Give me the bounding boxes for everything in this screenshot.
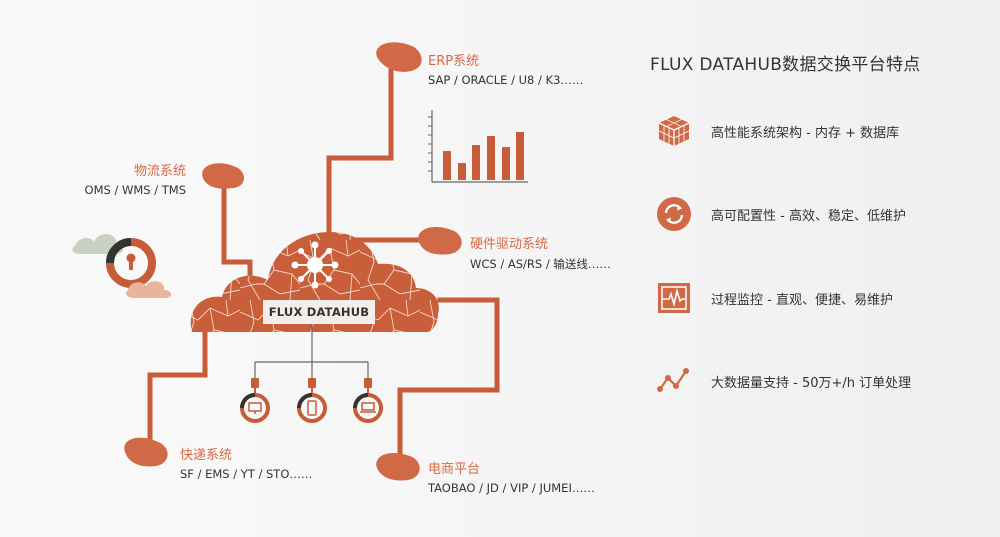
express-leaf-icon [124, 437, 168, 467]
network-hub-icon [291, 241, 339, 289]
ecommerce-platform-detail: TAOBAO / JD / VIP / JUMEI…… [428, 481, 595, 495]
mobile-icon [297, 393, 327, 423]
feature-item-big-data: 大数据量支持 - 50万+/h 订单处理 [655, 362, 911, 400]
hub-label: FLUX DATAHUB [263, 300, 375, 324]
laptop-icon [353, 393, 383, 423]
ecommerce-connector [397, 297, 500, 458]
erp-system-detail: SAP / ORACLE / U8 / K3…… [428, 73, 584, 87]
hardware-leaf-icon [418, 227, 462, 255]
ecommerce-leaf-icon [376, 453, 420, 481]
hardware-system-title: 硬件驱动系统 [470, 237, 549, 252]
ecommerce-platform-label: 电商平台 TAOBAO / JD / VIP / JUMEI…… [428, 458, 595, 495]
connector-lines [147, 67, 500, 458]
erp-system-title: ERP系统 [428, 54, 480, 69]
feature-text: 高可配置性 - 高效、稳定、低维护 [711, 208, 906, 224]
logistics-system-label: 物流系统 OMS / WMS / TMS [82, 160, 186, 197]
feature-text: 大数据量支持 - 50万+/h 订单处理 [711, 375, 912, 391]
feature-item-monitoring: 过程监控 - 直观、便捷、易维护 [655, 279, 893, 317]
features-panel-title: FLUX DATAHUB数据交换平台特点 [650, 55, 921, 75]
feature-text: 过程监控 - 直观、便捷、易维护 [711, 292, 893, 308]
erp-system-label: ERP系统 SAP / ORACLE / U8 / K3…… [428, 50, 583, 87]
logistics-system-title: 物流系统 [133, 164, 186, 179]
logistics-connector [221, 177, 253, 293]
logistics-system-detail: OMS / WMS / TMS [84, 183, 186, 197]
logistics-leaf-icon [202, 163, 245, 189]
cube-stack-icon [655, 112, 693, 150]
erp-connector [326, 67, 394, 241]
desktop-icon [240, 393, 270, 423]
express-system-detail: SF / EMS / YT / STO…… [180, 467, 313, 481]
hardware-system-label: 硬件驱动系统 WCS / AS/RS / 输送线…… [470, 233, 611, 272]
express-system-label: 快递系统 SF / EMS / YT / STO…… [180, 444, 312, 481]
hardware-system-detail: WCS / AS/RS / 输送线…… [470, 257, 611, 271]
trend-line-icon [655, 362, 693, 400]
leaf-pins [124, 42, 462, 481]
erp-leaf-icon [376, 42, 422, 72]
monitor-pulse-icon [655, 279, 693, 317]
express-connector [147, 329, 208, 448]
ecommerce-platform-title: 电商平台 [428, 462, 481, 477]
feature-text: 高性能系统架构 - 内存 + 数据库 [711, 125, 900, 141]
express-system-title: 快递系统 [180, 448, 233, 463]
feature-item-performance: 高性能系统架构 - 内存 + 数据库 [655, 112, 899, 150]
bar-chart-icon [428, 110, 528, 183]
refresh-circle-icon [655, 195, 693, 233]
feature-item-configurability: 高可配置性 - 高效、稳定、低维护 [655, 195, 906, 233]
device-tree [240, 324, 383, 423]
lock-ring-icon [72, 233, 172, 298]
